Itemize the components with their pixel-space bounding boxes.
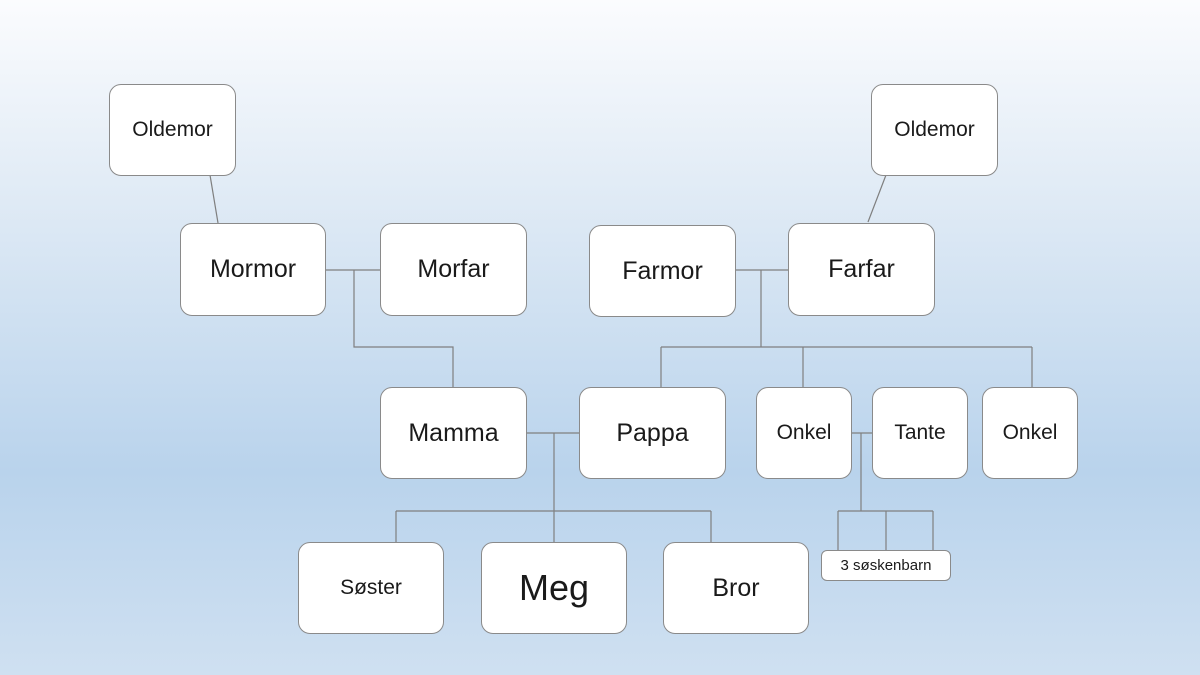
node-oldemor-maternal: Oldemor bbox=[109, 84, 236, 176]
node-cousins: 3 søskenbarn bbox=[821, 550, 951, 581]
node-soster: Søster bbox=[298, 542, 444, 634]
node-onkel-2: Onkel bbox=[982, 387, 1078, 479]
node-meg: Meg bbox=[481, 542, 627, 634]
node-onkel-1: Onkel bbox=[756, 387, 852, 479]
node-tante: Tante bbox=[872, 387, 968, 479]
connector-oldemor-mormor bbox=[209, 174, 219, 224]
node-farfar: Farfar bbox=[788, 223, 935, 316]
connector-grandparents-mamma bbox=[353, 270, 454, 387]
node-mormor: Mormor bbox=[180, 223, 326, 316]
node-morfar: Morfar bbox=[380, 223, 527, 316]
node-oldemor-paternal: Oldemor bbox=[871, 84, 998, 176]
node-bror: Bror bbox=[663, 542, 809, 634]
node-pappa: Pappa bbox=[579, 387, 726, 479]
node-farmor: Farmor bbox=[589, 225, 736, 317]
node-mamma: Mamma bbox=[380, 387, 527, 479]
connector-oldemor-farfar bbox=[867, 174, 887, 223]
